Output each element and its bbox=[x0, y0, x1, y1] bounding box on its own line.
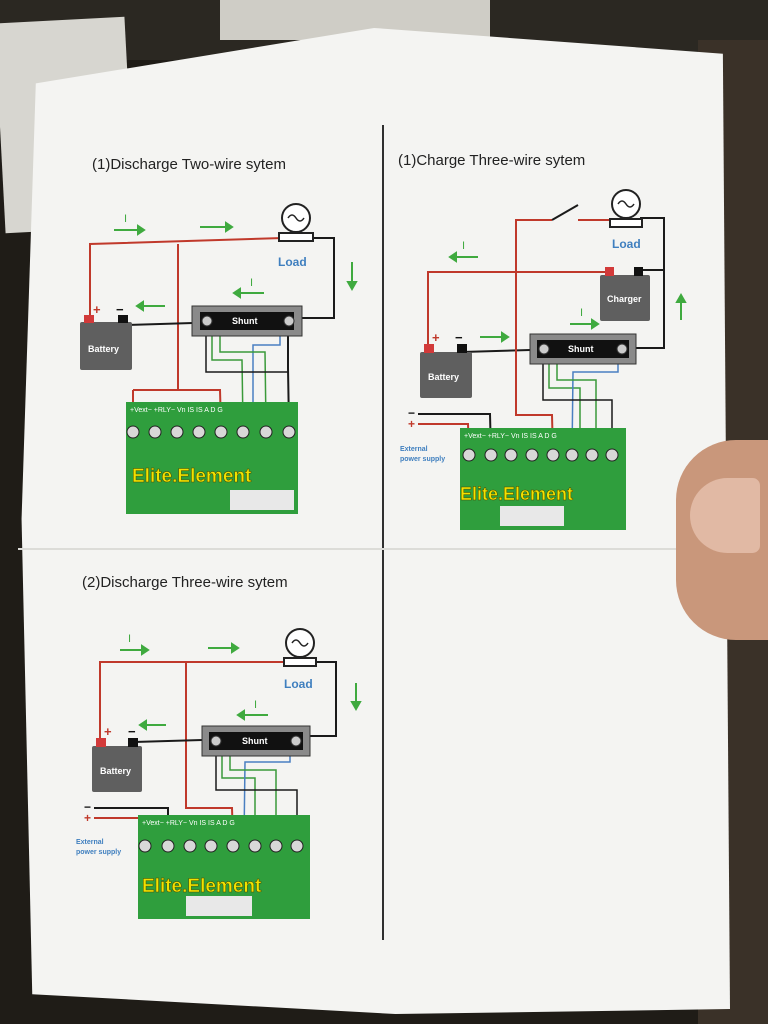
terminal-board: +Vext− +RLY− Vn IS IS A D G bbox=[460, 428, 626, 530]
shunt-icon bbox=[191, 305, 303, 337]
shunt-label: Shunt bbox=[242, 736, 268, 746]
battery-label: Battery bbox=[428, 372, 459, 382]
polarity-minus: − bbox=[455, 330, 463, 345]
negative-wire bbox=[542, 358, 613, 455]
sense-wire-blue bbox=[252, 330, 281, 426]
polarity-plus: + bbox=[432, 330, 440, 345]
switch-icon bbox=[551, 204, 579, 221]
lamp-icon bbox=[609, 189, 643, 228]
svg-text:+Vext− +RLY− Vn IS IS A: +Vext− +RLY− Vn IS IS A D G bbox=[142, 820, 235, 827]
lamp-icon bbox=[283, 628, 317, 667]
sense-wire-green bbox=[211, 328, 244, 427]
polarity-minus: − bbox=[84, 800, 91, 814]
polarity-minus: − bbox=[116, 302, 124, 317]
load-label: Load bbox=[284, 677, 313, 691]
battery-label: Battery bbox=[100, 766, 131, 776]
current-label: I bbox=[580, 307, 583, 319]
lamp-icon bbox=[278, 203, 314, 242]
current-arrow bbox=[448, 251, 687, 343]
external-supply-label: power supply bbox=[400, 456, 445, 463]
current-label: I bbox=[250, 277, 253, 289]
load-label: Load bbox=[612, 237, 641, 251]
negative-wire bbox=[630, 217, 665, 349]
negative-wire bbox=[461, 349, 531, 353]
shunt-icon bbox=[529, 333, 637, 365]
paper-fold bbox=[18, 548, 718, 550]
terminal-board: +Vext− +RLY− Vn IS IS A D G bbox=[138, 815, 310, 919]
negative-wire bbox=[124, 322, 194, 326]
board-brand-text: Elite.Element bbox=[460, 484, 573, 504]
terminal-board: +Vext− +RLY− Vn IS IS A D G bbox=[126, 402, 298, 514]
battery-label: Battery bbox=[88, 344, 119, 354]
battery-icon bbox=[420, 344, 472, 398]
positive-wire bbox=[94, 817, 146, 841]
positive-wire bbox=[89, 237, 284, 318]
shunt-icon bbox=[201, 725, 311, 757]
charger-icon bbox=[600, 267, 650, 321]
current-label: I bbox=[124, 213, 127, 225]
thumbnail-nail bbox=[690, 478, 760, 553]
board-brand-text: Elite.Element bbox=[132, 466, 252, 487]
polarity-minus: − bbox=[128, 724, 136, 739]
positive-wire bbox=[515, 219, 552, 272]
shunt-label: Shunt bbox=[568, 344, 594, 354]
external-supply-label: External bbox=[76, 839, 104, 846]
sense-wire-green bbox=[221, 748, 256, 840]
polarity-plus: + bbox=[93, 302, 101, 317]
negative-wire bbox=[205, 330, 289, 373]
sense-wire-green bbox=[219, 330, 267, 427]
diagram-title: (1)Charge Three-wire sytem bbox=[398, 152, 586, 169]
current-label: I bbox=[462, 240, 465, 252]
polarity-minus: − bbox=[408, 406, 415, 420]
sense-wire-blue bbox=[571, 358, 619, 456]
battery-icon bbox=[80, 315, 132, 370]
polarity-plus: + bbox=[408, 417, 415, 431]
diagram-title: (2)Discharge Three-wire sytem bbox=[82, 574, 288, 591]
positive-wire bbox=[427, 271, 610, 344]
positive-wire bbox=[99, 661, 286, 738]
diagram-title: (1)Discharge Two-wire sytem bbox=[92, 156, 286, 173]
current-arrow bbox=[120, 642, 362, 731]
negative-wire bbox=[300, 661, 337, 737]
external-supply-label: power supply bbox=[76, 849, 121, 856]
polarity-plus: + bbox=[84, 811, 91, 825]
current-label: I bbox=[254, 699, 257, 711]
polarity-plus: + bbox=[104, 724, 112, 739]
sense-wire-green bbox=[548, 358, 581, 455]
svg-text:+Vext− +RLY− Vn IS IS A: +Vext− +RLY− Vn IS IS A D G bbox=[464, 433, 557, 440]
shunt-label: Shunt bbox=[232, 316, 258, 326]
svg-text:+Vext− +RLY− Vn IS IS A: +Vext− +RLY− Vn IS IS A D G bbox=[130, 407, 223, 414]
center-divider-line bbox=[382, 125, 384, 940]
charger-label: Charger bbox=[607, 294, 642, 304]
battery-icon bbox=[92, 738, 142, 792]
negative-wire bbox=[133, 739, 203, 743]
current-arrow bbox=[114, 221, 358, 312]
board-brand-text: Elite.Element bbox=[142, 876, 262, 897]
current-label: I bbox=[128, 633, 131, 645]
external-supply-label: External bbox=[400, 446, 428, 453]
sense-wire-green bbox=[556, 358, 597, 455]
negative-wire bbox=[297, 237, 335, 319]
sense-wire-green bbox=[229, 748, 277, 840]
load-label: Load bbox=[278, 255, 307, 269]
